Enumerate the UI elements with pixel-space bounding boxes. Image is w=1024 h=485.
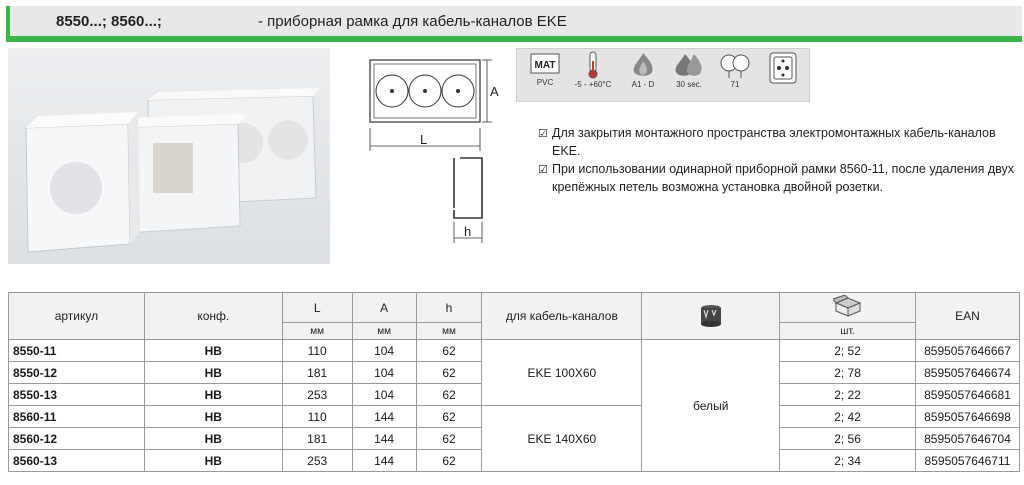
frames-illustration (25, 88, 320, 253)
unit-l: мм (281, 322, 353, 340)
dimension-drawing: A L h (362, 48, 512, 248)
header-l: L (281, 292, 353, 323)
unit-a: мм (351, 322, 417, 340)
table-row: 8560-13 HB 253 144 62 2; 34 859505764671… (8, 449, 1021, 472)
title-underline (6, 36, 1022, 42)
header-color (641, 292, 781, 340)
product-title: - приборная рамка для кабель-каналов EKE (258, 13, 567, 30)
paint-can-icon (700, 304, 721, 327)
header-config: конф. (143, 292, 283, 340)
specification-table: артикул конф. L A h для кабель-каналов E… (8, 292, 1021, 472)
material-icon: MAT PVC (523, 51, 567, 99)
properties-panel: MAT PVC -5 - +60°C A1 - D 30 sec. 71 (516, 48, 810, 102)
svg-text:h: h (464, 224, 471, 239)
double-flame-icon: 30 sec. (667, 51, 711, 99)
svg-text:MAT: MAT (535, 60, 556, 71)
channel-group: EKE 100X60 (481, 339, 643, 406)
svg-text:A: A (490, 84, 499, 99)
svg-text:L: L (420, 132, 427, 147)
header-channel: для кабель-каналов (481, 292, 643, 340)
color-value: белый (641, 339, 781, 472)
header-h: h (415, 292, 483, 323)
feature-notes: ☑Для закрытия монтажного пространства эл… (538, 124, 1018, 196)
channel-group: EKE 140X60 (481, 405, 643, 472)
header-article: артикул (8, 292, 145, 340)
table-row: 8560-11 HB 110 144 62 EKE 140X60 2; 42 8… (8, 405, 1021, 472)
thermometer-icon: -5 - +60°C (571, 51, 615, 99)
checkbox-icon: ☑ (538, 128, 548, 140)
title-bar: 8550...; 8560...; - приборная рамка для … (6, 6, 1022, 42)
title-accent (6, 6, 10, 42)
checkbox-icon: ☑ (538, 164, 548, 176)
box-icon (831, 294, 861, 317)
note-item: ☑Для закрытия монтажного пространства эл… (538, 126, 996, 158)
unit-h: мм (415, 322, 483, 340)
flame-icon: A1 - D (621, 51, 665, 99)
table-row: 8550-11 HB 110 104 62 EKE 100X60 белый 2… (8, 339, 1021, 472)
unit-qty: шт. (779, 322, 916, 340)
note-item: ☑При использовании одинарной приборной р… (538, 162, 1014, 194)
header-ean: EAN (914, 292, 1021, 340)
table-row: 8550-13 HB 253 104 62 2; 22 859505764668… (8, 383, 1021, 406)
header-qty (779, 292, 916, 323)
socket-icon (761, 51, 805, 99)
table-row: 8550-12 HB 181 104 62 2; 78 859505764667… (8, 361, 1021, 384)
glow-wire-icon: 71 (713, 51, 757, 99)
product-photo (8, 48, 330, 264)
header-a: A (351, 292, 417, 323)
product-code: 8550...; 8560...; (56, 13, 162, 30)
